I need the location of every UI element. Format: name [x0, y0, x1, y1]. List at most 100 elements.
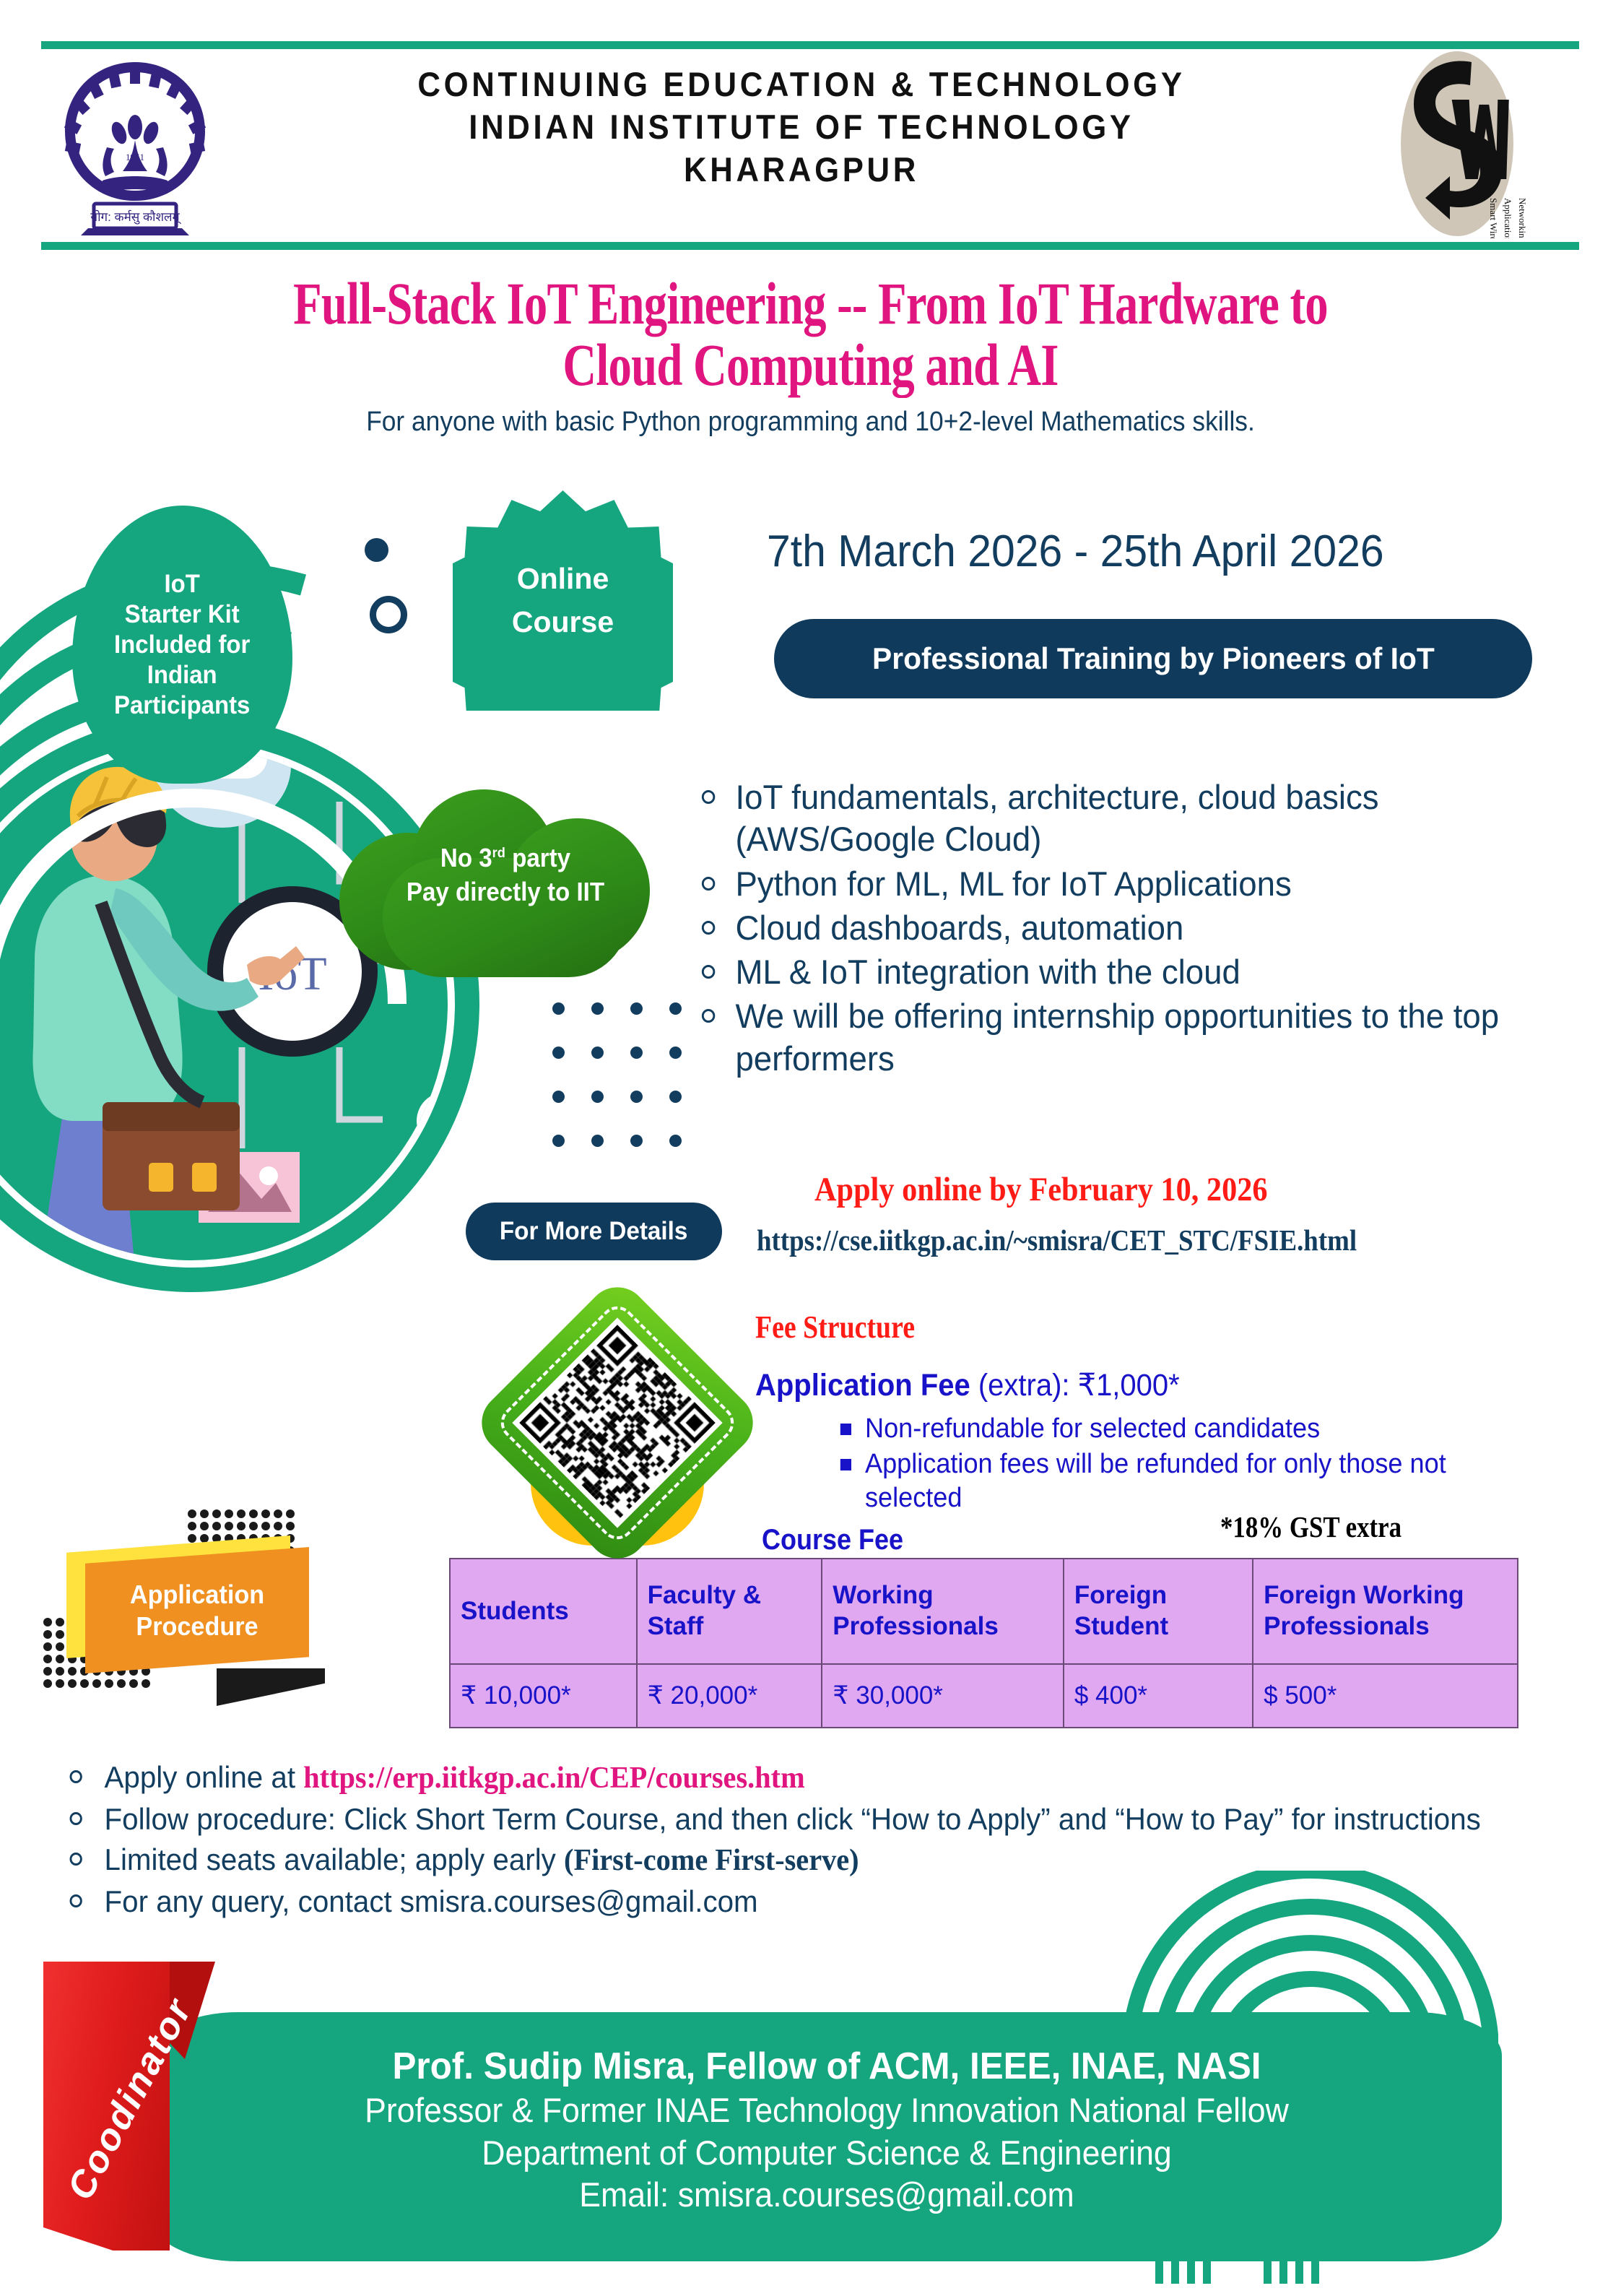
decor-dot	[225, 1509, 233, 1518]
list-item: Apply online at https://erp.iitkgp.ac.in…	[61, 1759, 1490, 1798]
decor-dot	[591, 1135, 604, 1147]
decor-dot	[261, 1509, 270, 1518]
decor-dot	[591, 1002, 604, 1015]
decor-bar	[1295, 2253, 1303, 2284]
decor-dot	[225, 1522, 233, 1530]
decor-dot	[43, 1642, 52, 1651]
decor-dot	[591, 1047, 604, 1059]
decor-dot	[117, 1679, 126, 1688]
fee-notes-ul: Non-refundable for selected candidates A…	[838, 1412, 1531, 1515]
list-item: IoT fundamentals, architecture, cloud ba…	[699, 776, 1511, 861]
decor-bar	[1171, 2253, 1179, 2284]
list-item: We will be offering internship opportuni…	[699, 995, 1511, 1080]
table-cell: ₹ 10,000*	[449, 1663, 638, 1728]
decor-bar	[1264, 2253, 1272, 2284]
list-item: ML & IoT integration with the cloud	[699, 951, 1511, 993]
institute-header: CONTINUING EDUCATION & TECHNOLOGY INDIAN…	[271, 64, 1331, 191]
fee-table: Students Faculty & Staff Working Profess…	[449, 1558, 1518, 1728]
topics-list: IoT fundamentals, architecture, cloud ba…	[699, 776, 1537, 1082]
table-header-cell: Working Professionals	[821, 1558, 1064, 1665]
header-line-2: INDIAN INSTITUTE OF TECHNOLOGY	[469, 107, 1134, 146]
course-fee-heading: Course Fee	[762, 1524, 904, 1556]
gst-note: *18% GST extra	[1220, 1510, 1402, 1543]
application-fee-amount: (extra): ₹1,000*	[978, 1368, 1180, 1403]
decor-dot	[669, 1002, 682, 1015]
erp-link[interactable]: https://erp.iitkgp.ac.in/CEP/courses.htm	[303, 1762, 805, 1795]
course-url[interactable]: https://cse.iitkgp.ac.in/~smisra/CET_STC…	[757, 1223, 1357, 1257]
decor-dot	[286, 1509, 295, 1518]
decor-dot-solid	[365, 538, 388, 562]
decor-dot	[630, 1047, 643, 1059]
table-cell: $ 500*	[1252, 1663, 1518, 1728]
decor-dot	[68, 1667, 77, 1676]
decor-dot	[200, 1534, 209, 1543]
ribbon-main	[43, 1962, 170, 2250]
more-details-label: For More Details	[500, 1217, 688, 1245]
coordinator-role: Professor & Former INAE Technology Innov…	[365, 2091, 1289, 2130]
svg-text:Networking: Networking	[1517, 198, 1528, 238]
svg-text:1951: 1951	[126, 152, 144, 163]
decor-dot	[591, 1091, 604, 1103]
decor-bottom-bars	[1155, 2253, 1459, 2284]
decor-bar	[1155, 2253, 1163, 2284]
coordinator-email: Email: smisra.courses@gmail.com	[579, 2175, 1074, 2214]
decor-dot	[43, 1630, 52, 1639]
apply-deadline: Apply online by February 10, 2026	[814, 1171, 1268, 1208]
list-item: Follow procedure: Click Short Term Cours…	[61, 1801, 1490, 1839]
course-dates: 7th March 2026 - 25th April 2026	[767, 527, 1384, 576]
decor-dot	[188, 1534, 196, 1543]
decor-dot	[43, 1618, 52, 1626]
decor-dot	[142, 1679, 150, 1688]
decor-bar	[1279, 2253, 1287, 2284]
decor-dot	[56, 1618, 64, 1626]
procedure-item3-bold: (First-come First-serve)	[564, 1844, 859, 1877]
training-pill: Professional Training by Pioneers of IoT	[774, 619, 1532, 698]
decor-dot	[43, 1667, 52, 1676]
table-header-cell: Faculty & Staff	[635, 1558, 823, 1665]
decor-dot	[56, 1642, 64, 1651]
decor-dot	[56, 1630, 64, 1639]
list-item: Limited seats available; apply early (Fi…	[61, 1841, 1490, 1880]
header-line-1: CONTINUING EDUCATION & TECHNOLOGY	[417, 65, 1186, 103]
list-item: Application fees will be refunded for on…	[838, 1447, 1496, 1515]
decor-dot	[552, 1002, 565, 1015]
svg-text:योग: कर्मसु कौशलम्: योग: कर्मसु कौशलम्	[90, 209, 181, 225]
qr-code-badge[interactable]	[469, 1274, 766, 1572]
decor-dot	[552, 1091, 565, 1103]
decor-dot	[56, 1655, 64, 1663]
decor-dot	[212, 1522, 221, 1530]
decor-dot	[92, 1679, 101, 1688]
title-line-1: Full-Stack IoT Engineering -- From IoT H…	[293, 270, 1328, 337]
svg-text:Smart Wireless: Smart Wireless	[1488, 198, 1499, 238]
decor-dot	[669, 1047, 682, 1059]
table-header-cell: Foreign Student	[1062, 1558, 1254, 1665]
coordinator-name: Prof. Sudip Misra, Fellow of ACM, IEEE, …	[392, 2045, 1261, 2087]
fee-notes: Non-refundable for selected candidates A…	[838, 1412, 1531, 1517]
decor-dot	[56, 1667, 64, 1676]
table-row: Students Faculty & Staff Working Profess…	[449, 1558, 1518, 1665]
decor-dot	[188, 1522, 196, 1530]
decor-dot	[56, 1679, 64, 1688]
application-fee-line: Application Fee (extra): ₹1,000*	[755, 1367, 1180, 1403]
decor-dot	[129, 1679, 138, 1688]
decor-bar	[1203, 2253, 1211, 2284]
coordinator-ribbon: Coodinator	[43, 1962, 260, 2250]
decor-dot	[188, 1509, 196, 1518]
decor-dot	[630, 1135, 643, 1147]
iit-kharagpur-crest-icon: 1951 योग: कर्मसु कौशलम्	[64, 62, 207, 235]
decor-dot	[249, 1522, 258, 1530]
coordinator-dept: Department of Computer Science & Enginee…	[482, 2133, 1172, 2172]
procedure-list: Apply online at https://erp.iitkgp.ac.in…	[61, 1759, 1549, 1923]
list-item: For any query, contact smisra.courses@gm…	[61, 1883, 1490, 1921]
decor-dot-grid	[552, 1002, 697, 1147]
decor-dot	[212, 1509, 221, 1518]
more-details-pill[interactable]: For More Details	[466, 1203, 722, 1260]
list-item: Non-refundable for selected candidates	[838, 1412, 1496, 1446]
decor-dot	[552, 1135, 565, 1147]
header-line-3: KHARAGPUR	[684, 150, 919, 189]
